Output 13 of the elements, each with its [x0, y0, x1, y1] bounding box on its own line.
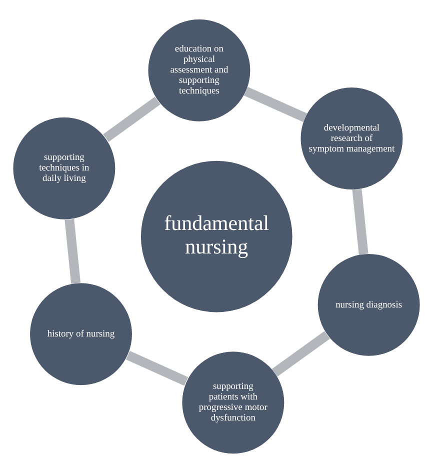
connector — [352, 188, 368, 254]
node-circle: developmental research of symptom management — [300, 87, 402, 189]
node-circle: supporting techniques in daily living — [12, 116, 115, 219]
node-circle: supporting patients with progressive motor dysfunction — [182, 351, 284, 454]
node-circle: education on physical assessment and supporting techniques — [148, 18, 250, 121]
node-circle: nursing diagnosis — [317, 253, 420, 356]
connector — [243, 86, 307, 122]
connector — [102, 96, 160, 142]
node-circle: fundamental nursing — [140, 160, 292, 312]
connector — [64, 218, 80, 284]
connector — [271, 330, 330, 376]
connector — [125, 350, 188, 386]
node-circle: history of nursing — [30, 282, 132, 385]
